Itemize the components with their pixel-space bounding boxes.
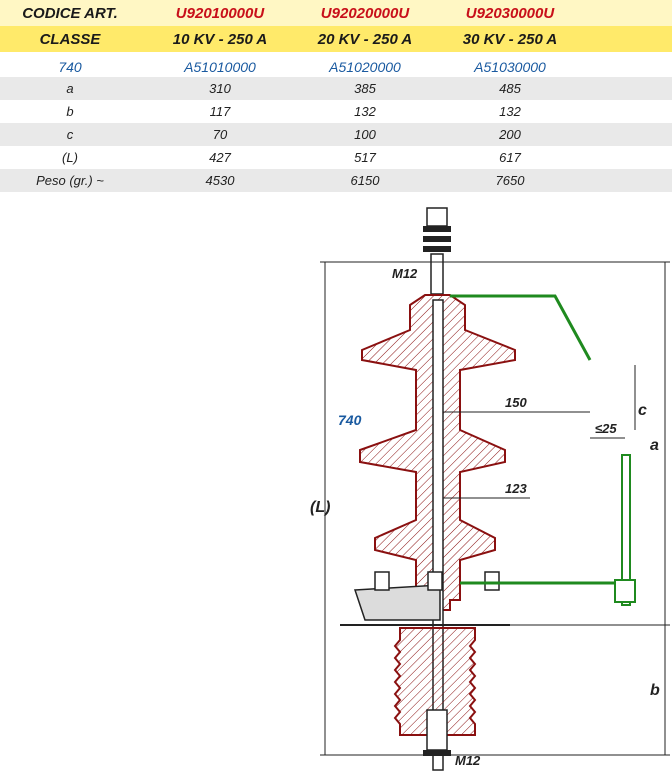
row-label: Peso (gr.) ~ xyxy=(36,173,104,188)
header-class-1: 10 KV - 250 A xyxy=(172,30,268,48)
row-value: 200 xyxy=(499,127,521,142)
label-a: a xyxy=(650,437,659,454)
label-25: ≤25 xyxy=(595,421,617,436)
label-L: (L) xyxy=(310,499,330,516)
label-m12-bottom: M12 xyxy=(455,753,481,768)
insulator-body xyxy=(359,294,516,771)
row-value: 427 xyxy=(209,150,231,165)
row-value: 6150 xyxy=(350,173,380,188)
table-gap xyxy=(0,52,672,56)
header-label-class: CLASSE xyxy=(39,30,101,48)
insulator-drawing: M12 M12 150 123 ≤25 740 a b c (L) xyxy=(310,207,670,771)
label-b: b xyxy=(650,682,660,699)
dimension-lines xyxy=(320,261,670,756)
row-value: 117 xyxy=(209,104,231,119)
code-row-value-2: A51020000 xyxy=(329,58,401,75)
table-row: c 70 100 200 xyxy=(0,123,672,146)
top-bolt xyxy=(423,207,451,295)
row-label: a xyxy=(66,81,74,96)
header-row-class: CLASSE 10 KV - 250 A 20 KV - 250 A 30 KV… xyxy=(0,26,672,52)
table-row: (L) 427 517 617 xyxy=(0,146,672,169)
label-c: c xyxy=(638,402,647,419)
row-label: (L) xyxy=(62,150,78,165)
label-740: 740 xyxy=(338,412,362,428)
row-value: 4530 xyxy=(205,173,235,188)
table-row: a 310 385 485 xyxy=(0,77,672,100)
header-code-3: U92030000U xyxy=(465,4,555,22)
label-m12-top: M12 xyxy=(392,266,418,281)
lower-bellows xyxy=(393,627,477,756)
code-row-value-1: A51010000 xyxy=(184,58,256,75)
row-value: 132 xyxy=(499,104,521,119)
label-150: 150 xyxy=(505,395,527,410)
header-code-2: U92020000U xyxy=(320,4,410,22)
row-value: 100 xyxy=(354,127,376,142)
row-value: 385 xyxy=(354,81,376,96)
label-123: 123 xyxy=(505,481,527,496)
code-row-label: 740 xyxy=(58,58,82,75)
header-row-code: CODICE ART. U92010000U U92020000U U92030… xyxy=(0,0,672,26)
row-value: 70 xyxy=(212,127,228,142)
table-row: Peso (gr.) ~ 4530 6150 7650 xyxy=(0,169,672,192)
code-row-value-3: A51030000 xyxy=(474,58,546,75)
row-value: 617 xyxy=(499,150,521,165)
row-value: 485 xyxy=(499,81,521,96)
row-value: 517 xyxy=(354,150,376,165)
header-label-code: CODICE ART. xyxy=(22,4,118,22)
header-class-3: 30 KV - 250 A xyxy=(462,30,558,48)
header-code-1: U92010000U xyxy=(175,4,265,22)
green-bracket xyxy=(450,294,636,606)
row-value: 7650 xyxy=(495,173,525,188)
row-value: 132 xyxy=(354,104,376,119)
row-value: 310 xyxy=(209,81,231,96)
code-row: 740 A51010000 A51020000 A51030000 xyxy=(0,56,672,77)
table-row: b 117 132 132 xyxy=(0,100,672,123)
row-label: b xyxy=(66,104,74,119)
row-label: c xyxy=(66,127,74,142)
spec-table: CODICE ART. U92010000U U92020000U U92030… xyxy=(0,0,672,192)
header-class-2: 20 KV - 250 A xyxy=(317,30,413,48)
